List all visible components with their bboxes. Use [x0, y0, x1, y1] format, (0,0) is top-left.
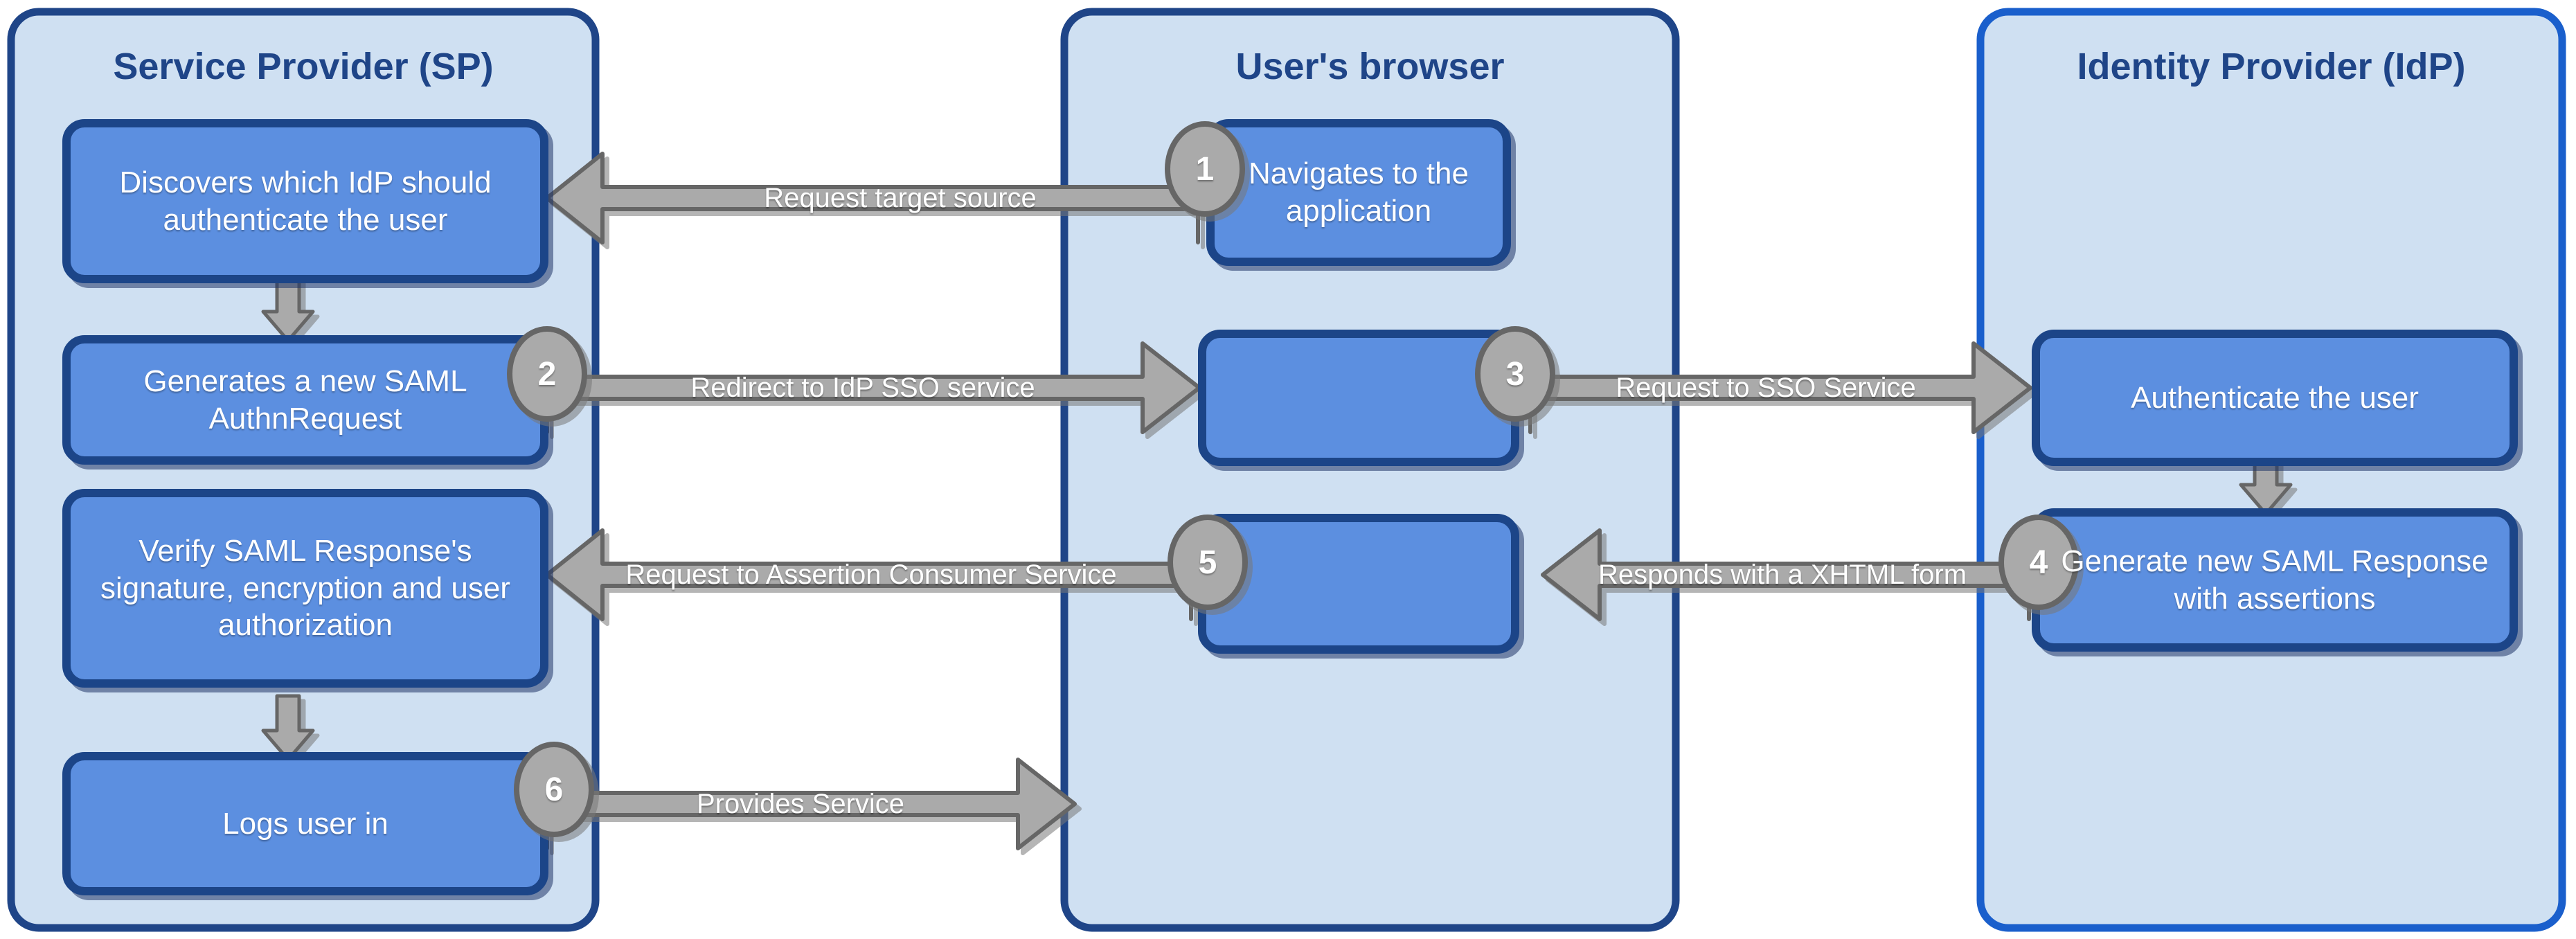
step-badge-2 — [507, 326, 587, 422]
box-browser-step3[interactable] — [1198, 330, 1519, 466]
step-badge-3 — [1475, 326, 1555, 422]
step-badge-5 — [1168, 515, 1248, 610]
box-sp-verify[interactable] — [62, 489, 548, 688]
box-browser-step5[interactable] — [1198, 514, 1519, 654]
box-sp-login[interactable] — [62, 752, 548, 895]
panel-title-identity-provider: Identity Provider (IdP) — [2077, 46, 2466, 87]
flow-arrow-1 — [545, 152, 1200, 244]
box-sp-discover[interactable] — [62, 119, 548, 283]
step-badge-4 — [1998, 515, 2079, 610]
flow-arrow-6 — [545, 758, 1077, 850]
box-sp-authnrequest[interactable] — [62, 335, 548, 465]
connector-sp-verify-to-login — [261, 694, 315, 762]
step-badge-1 — [1165, 121, 1245, 217]
panel-title-users-browser: User's browser — [1235, 46, 1505, 87]
box-idp-generate-response[interactable] — [2032, 508, 2518, 652]
panel-title-service-provider: Service Provider (SP) — [113, 46, 494, 87]
step-badge-6 — [514, 742, 594, 837]
box-idp-authenticate[interactable] — [2032, 330, 2518, 466]
box-browser-step1[interactable] — [1206, 119, 1511, 266]
